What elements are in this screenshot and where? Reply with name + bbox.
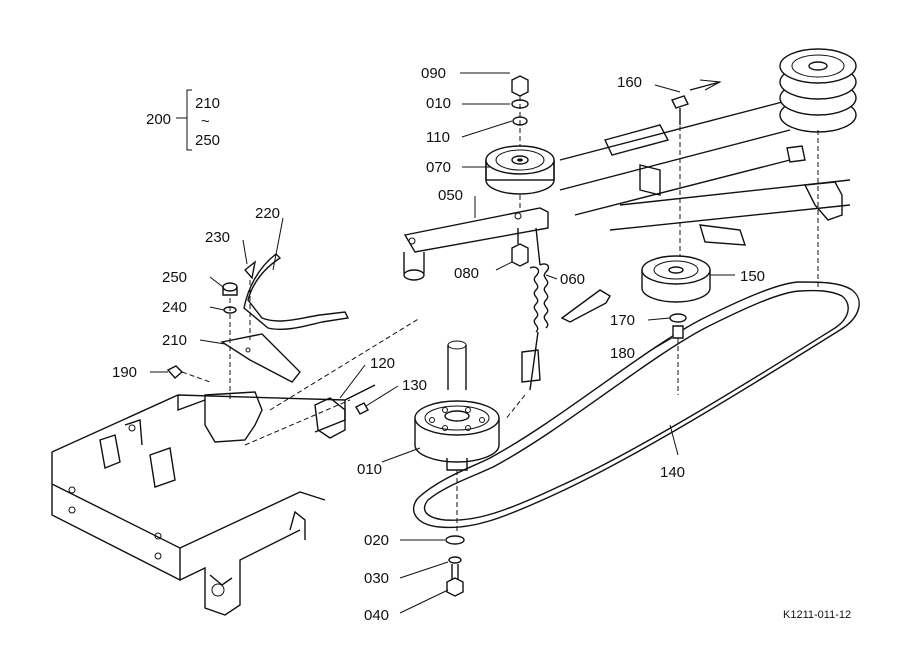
mower-deck-frame: [51, 317, 421, 616]
lock-washer-030: [448, 556, 462, 564]
label-090: 090: [421, 65, 446, 82]
bracket-assembly-200: [166, 253, 369, 439]
engine-pulley: [779, 48, 857, 290]
bolt-190: [166, 365, 184, 379]
v-belt-140: [413, 281, 860, 529]
label-010-top: 010: [426, 95, 451, 112]
main-pulley-010: [414, 340, 500, 532]
leader-lines: [150, 72, 735, 614]
label-020: 020: [364, 532, 389, 549]
label-110: 110: [426, 129, 450, 146]
label-050: 050: [438, 187, 463, 204]
label-060: 060: [560, 271, 585, 288]
plate-210: [220, 333, 301, 383]
bolt-080: [511, 243, 529, 267]
label-040: 040: [364, 607, 389, 624]
figure-code: K1211-011-12: [783, 609, 851, 621]
label-080: 080: [454, 265, 479, 282]
chassis-rails: [559, 79, 851, 258]
bolt-130: [355, 402, 369, 415]
label-210-range-start: 210: [195, 95, 220, 112]
part-labels: 200 210 ~ 250 220 230 250 240 210 190 12…: [112, 65, 851, 624]
idler-pulley-070: [485, 145, 555, 195]
spring-060: [521, 227, 550, 391]
label-150: 150: [740, 268, 765, 285]
idler-arm-050: [403, 207, 549, 253]
label-130: 130: [402, 377, 427, 394]
strap-220: [243, 253, 350, 331]
washer-020: [445, 535, 465, 545]
bolt-160: [671, 95, 689, 109]
cap-250: [222, 282, 238, 292]
label-160: 160: [617, 74, 642, 91]
label-140: 140: [660, 464, 685, 481]
label-190: 190: [112, 364, 137, 381]
wing-nut-230: [243, 260, 257, 280]
clamp-120: [314, 397, 346, 439]
label-180: 180: [610, 345, 635, 362]
label-250-range-end: 250: [195, 132, 220, 149]
label-070: 070: [426, 159, 451, 176]
range-mark: ~: [201, 113, 210, 130]
label-200: 200: [146, 111, 171, 128]
label-230: 230: [205, 229, 230, 246]
washer-170: [669, 313, 687, 323]
lower-hardware: [445, 535, 465, 597]
label-210: 210: [162, 332, 187, 349]
label-240: 240: [162, 299, 187, 316]
label-170: 170: [610, 312, 635, 329]
bolt-180: [672, 325, 684, 339]
label-220: 220: [255, 205, 280, 222]
label-250: 250: [162, 269, 187, 286]
label-120: 120: [370, 355, 395, 372]
nut-090: [511, 75, 529, 97]
idler-assembly: [403, 75, 611, 421]
label-010: 010: [357, 461, 382, 478]
label-030: 030: [364, 570, 389, 587]
bolt-040: [446, 577, 464, 597]
idler-pulley-150: [641, 255, 711, 303]
